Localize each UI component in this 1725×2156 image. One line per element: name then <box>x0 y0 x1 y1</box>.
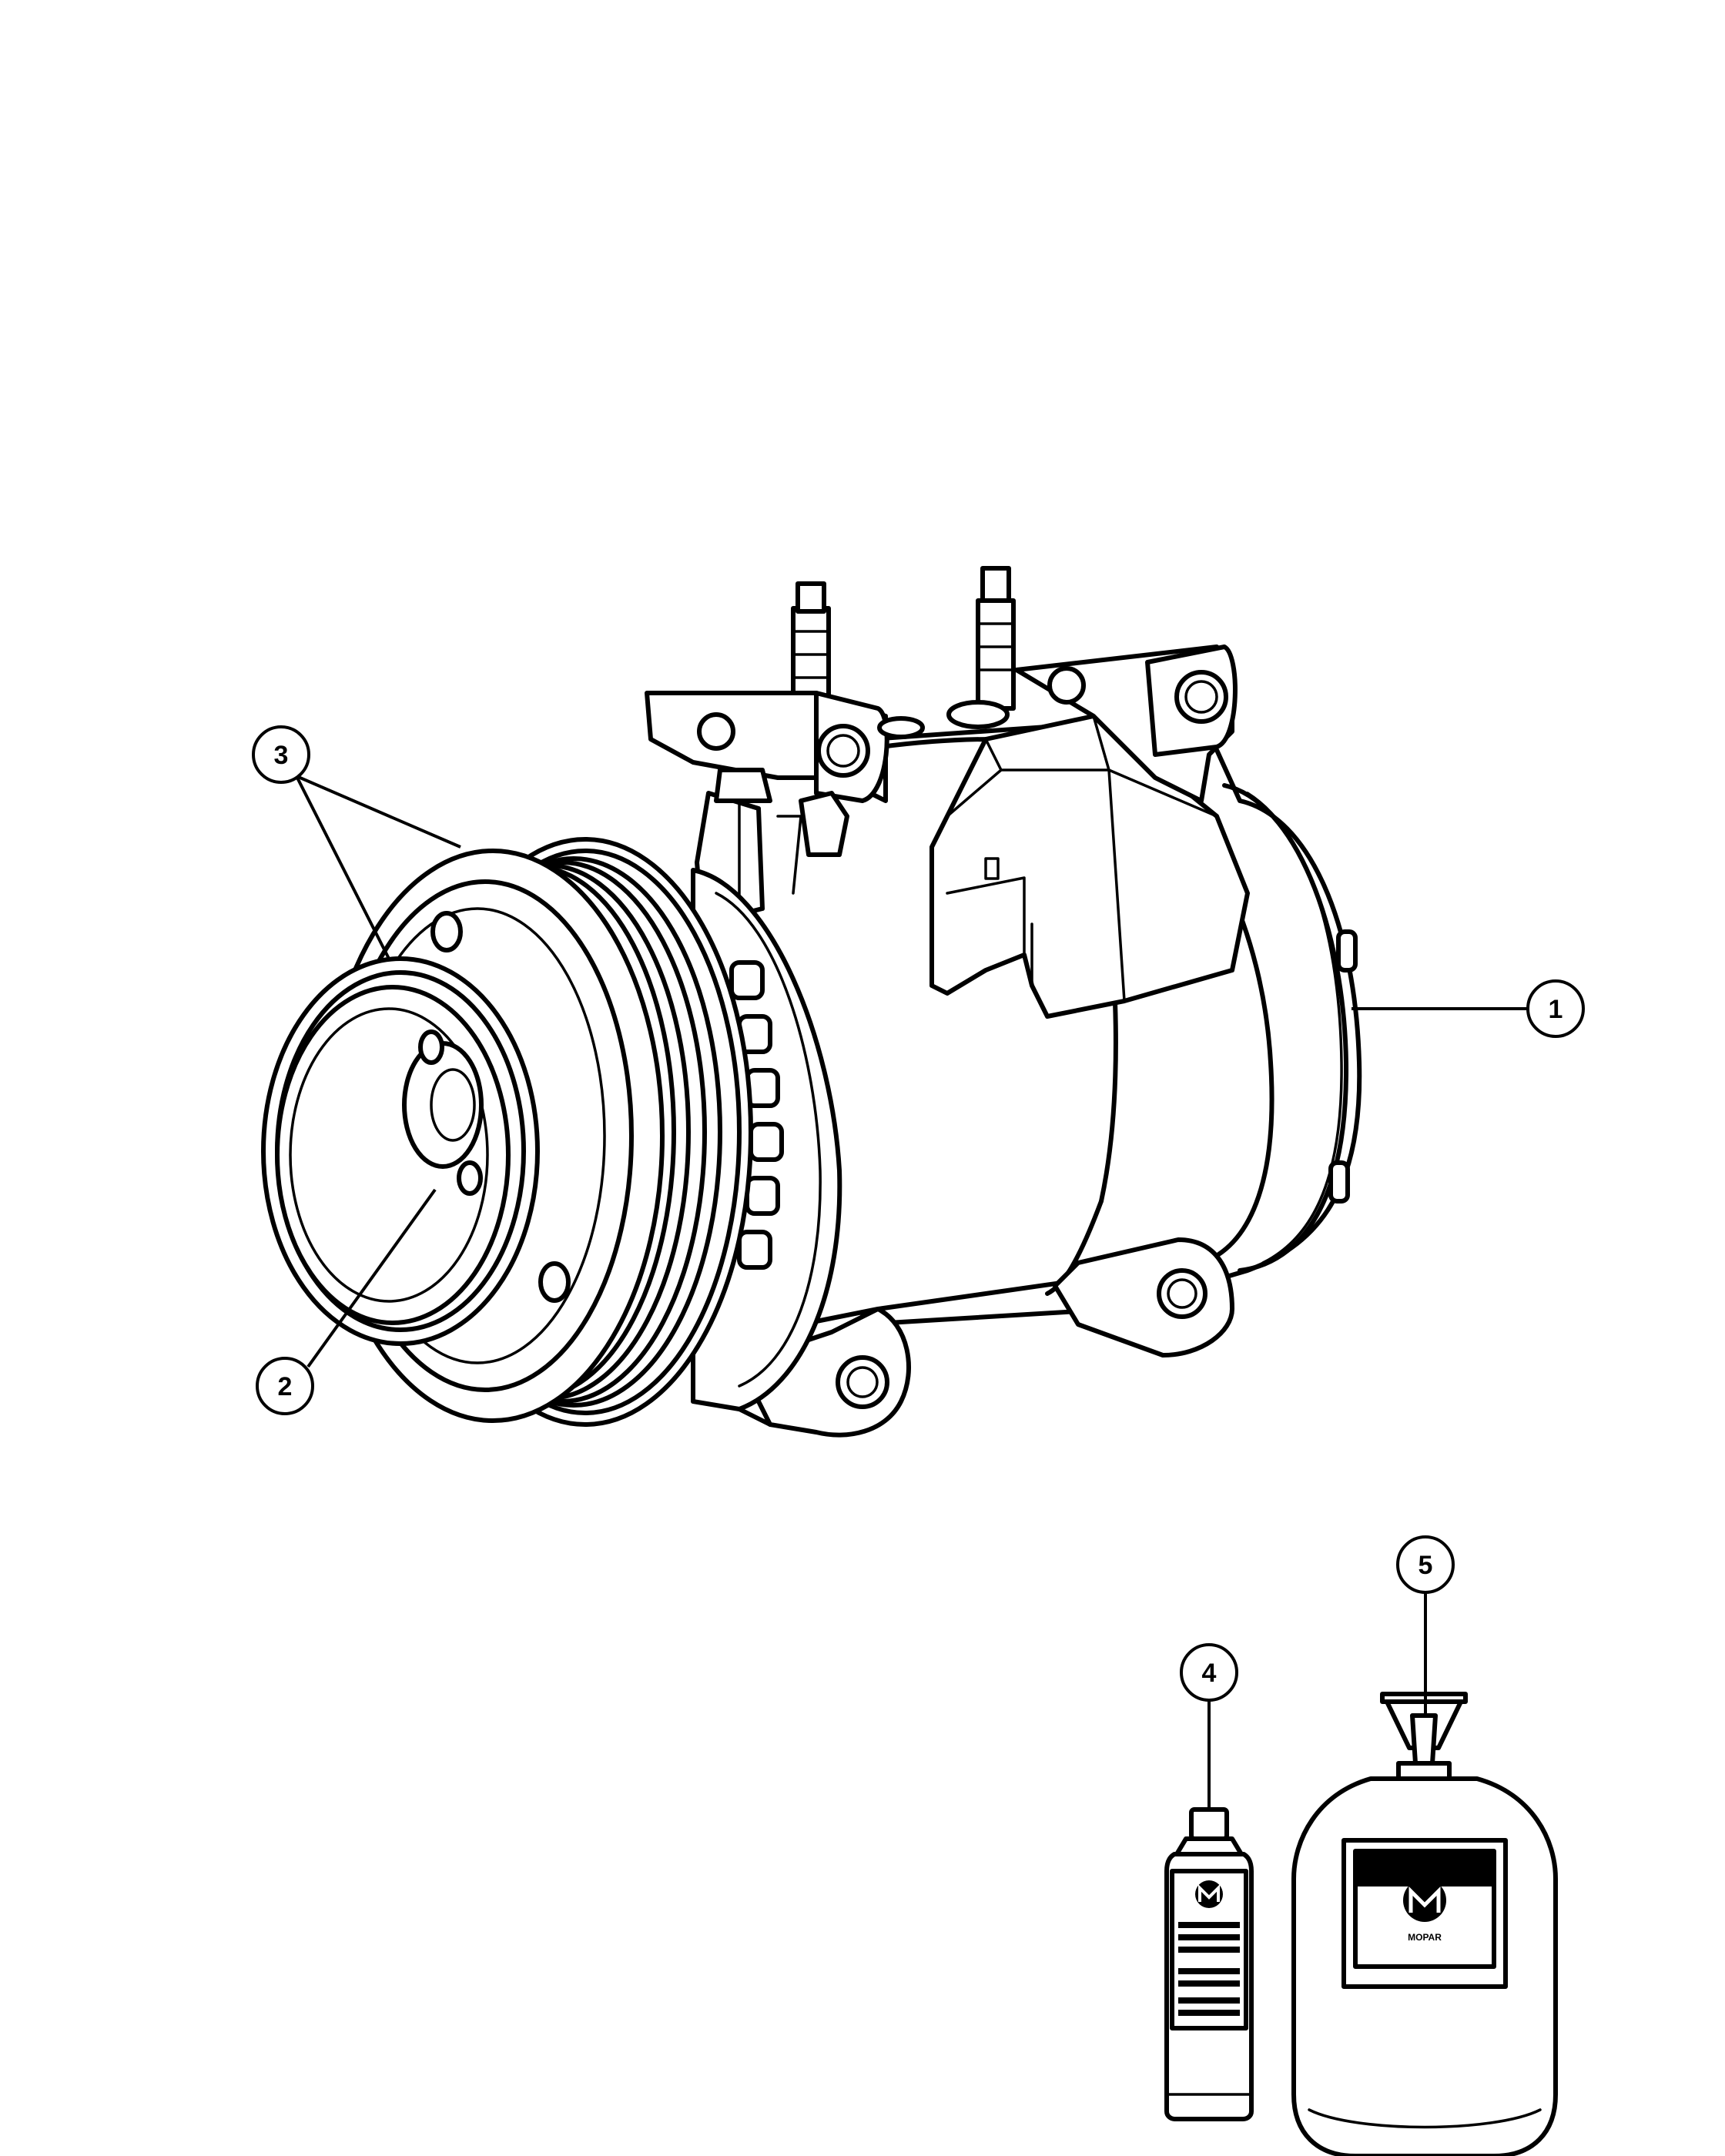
callout-5-label: 5 <box>1419 1551 1433 1580</box>
callout-4: 4 <box>1180 1643 1238 1702</box>
ac-compressor <box>645 566 1362 1438</box>
service-port-right <box>976 566 1016 711</box>
callout-1-label: 1 <box>1549 995 1563 1024</box>
callout-3-label: 3 <box>274 741 289 770</box>
mopar-m-logo-icon <box>1403 1879 1446 1922</box>
callout-2-label: 2 <box>278 1372 293 1401</box>
mopar-logo-text: MOPAR <box>1408 1932 1442 1943</box>
callout-1: 1 <box>1526 979 1585 1038</box>
mopar-m-logo-icon <box>1195 1880 1223 1908</box>
refrigerant-can: MOPAR <box>1291 1692 1558 2156</box>
refrigerant-oil-bottle <box>1164 1807 1254 2121</box>
service-port-left <box>791 581 831 711</box>
clutch-hub-plate <box>261 956 540 1346</box>
callout-4-label: 4 <box>1202 1659 1217 1688</box>
callout-3: 3 <box>252 725 310 784</box>
callout-5: 5 <box>1396 1535 1455 1594</box>
callout-2: 2 <box>256 1357 314 1415</box>
leader-lines <box>295 775 1529 1810</box>
